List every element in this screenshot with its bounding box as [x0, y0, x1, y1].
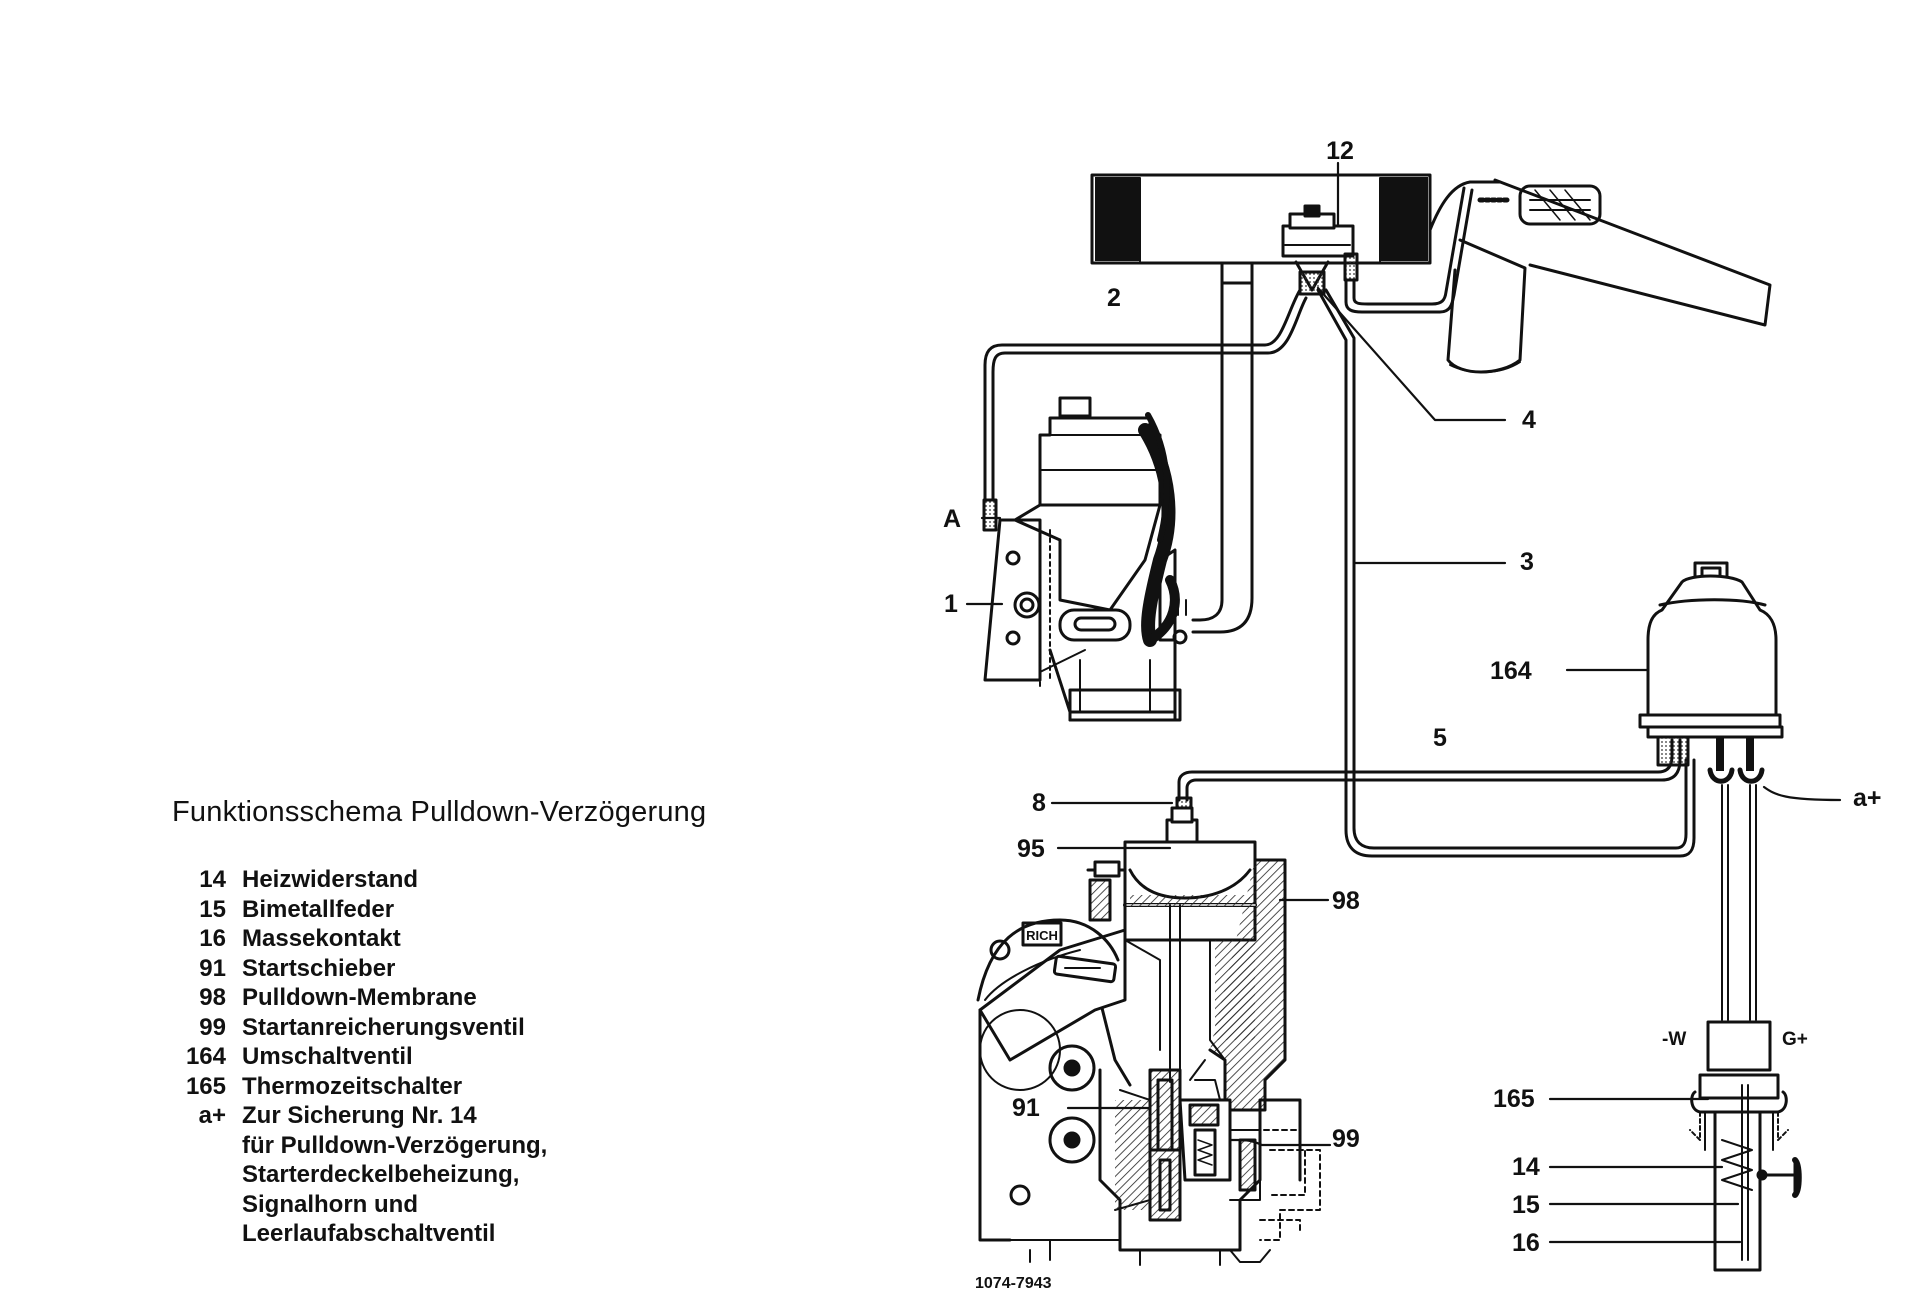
- legend-label: Massekontakt: [242, 925, 401, 952]
- callout-98: 98: [1332, 887, 1360, 915]
- legend-item: a+ Zur Sicherung Nr. 14 für Pulldown-Verz…: [168, 1101, 548, 1249]
- legend-item: 98 Pulldown-Membrane: [168, 983, 547, 1013]
- legend-number: 15: [199, 895, 226, 923]
- callout-91: 91: [1012, 1094, 1040, 1122]
- callout-5: 5: [1433, 724, 1447, 752]
- figure-code: 1074-7943: [975, 1275, 1052, 1292]
- callout-14: 14: [1512, 1153, 1540, 1181]
- callout-4: 4: [1522, 406, 1536, 434]
- legend-label: Umschaltventil: [242, 1043, 413, 1070]
- legend-item: 16 Massekontakt: [168, 924, 547, 954]
- callout-G-plus: G+: [1782, 1029, 1808, 1050]
- legend-number: 99: [199, 1013, 226, 1041]
- legend-label: Startanreicherungsventil: [242, 1013, 525, 1041]
- callout-leaders: [965, 161, 1842, 1244]
- callout-16: 16: [1512, 1229, 1540, 1257]
- page-title: Funktionsschema Pulldown-Verzögerung: [172, 796, 707, 828]
- legend-item: 15 Bimetallfeder: [168, 895, 547, 925]
- legend-label: Heizwiderstand: [242, 866, 419, 893]
- legend-number: 98: [199, 984, 226, 1011]
- legend-label: Zur Sicherung Nr. 14 für Pulldown-Verzög…: [242, 1102, 548, 1247]
- callout-a-plus: a+: [1853, 784, 1882, 812]
- callout-3: 3: [1520, 548, 1534, 576]
- legend-label: Bimetallfeder: [242, 895, 395, 923]
- pulldown-unit: [983, 396, 1188, 722]
- callout-1: 1: [944, 590, 958, 618]
- callout-minus-W: -W: [1662, 1029, 1686, 1050]
- air-filter-housing: [1090, 173, 1772, 374]
- callout-2: 2: [1107, 284, 1121, 312]
- callout-labels: 12 2 4 A 1 3 164 5 a+ 8 95 98 91 99 -W G…: [943, 137, 1882, 1292]
- carburetor-section: [976, 806, 1321, 1266]
- legend-item: 14 Heizwiderstand: [168, 865, 547, 895]
- switch-valve: [1638, 561, 1784, 1021]
- legend-label: Thermozeitschalter: [242, 1072, 463, 1100]
- thermo-time-switch: [1689, 1020, 1802, 1272]
- legend-number: 91: [199, 954, 226, 982]
- legend-number: 164: [185, 1043, 226, 1070]
- callout-99: 99: [1332, 1125, 1360, 1153]
- legend-number: 16: [199, 925, 226, 952]
- legend-item: 99 Startanreicherungsventil: [168, 1013, 547, 1043]
- callout-12: 12: [1326, 137, 1354, 165]
- callout-164: 164: [1490, 657, 1532, 685]
- legend-number: 165: [185, 1072, 226, 1100]
- legend-item: 165 Thermozeitschalter: [168, 1072, 547, 1102]
- callout-15: 15: [1512, 1191, 1540, 1219]
- legend-label: Startschieber: [242, 954, 396, 982]
- callout-8: 8: [1032, 789, 1046, 817]
- legend-label: Pulldown-Membrane: [242, 984, 477, 1011]
- legend: 14 Heizwiderstand 15 Bimetallfeder 16 Masse…: [168, 865, 547, 1249]
- vacuum-hoses: [982, 186, 1696, 858]
- legend-item: 91 Startschieber: [168, 954, 547, 984]
- callout-165: 165: [1493, 1085, 1535, 1113]
- legend-number: a+: [198, 1102, 226, 1129]
- rich-marking: RICH: [1026, 928, 1058, 943]
- legend-number: 14: [199, 866, 226, 893]
- callout-A: A: [943, 505, 961, 533]
- callout-95: 95: [1017, 835, 1045, 863]
- legend-item: 164 Umschaltventil: [168, 1042, 547, 1072]
